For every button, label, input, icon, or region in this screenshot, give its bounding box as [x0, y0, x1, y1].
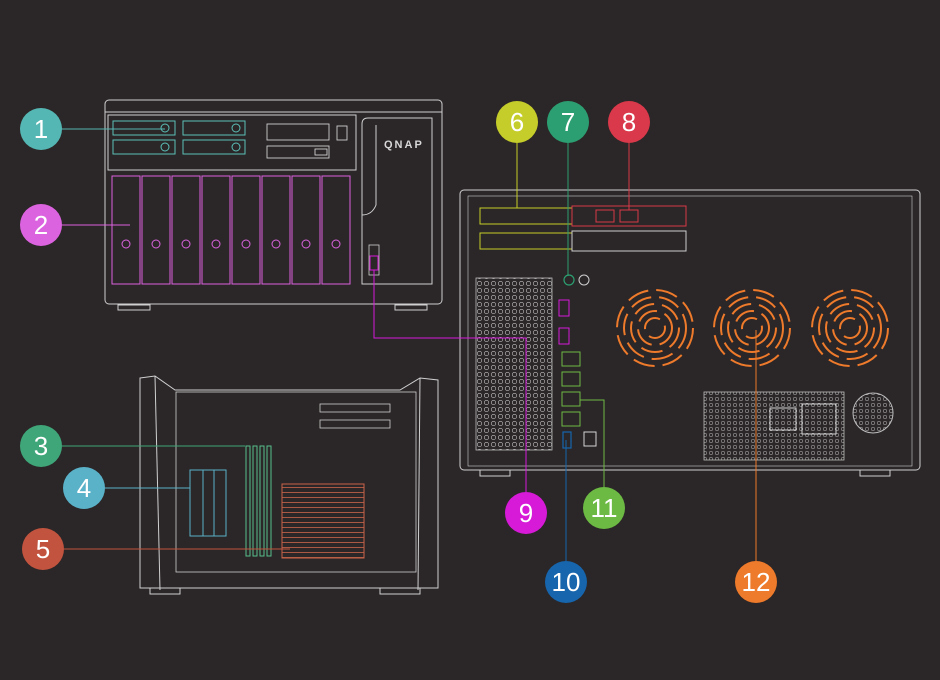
callout-badge-8: 8	[608, 101, 650, 143]
cpu-heatsink	[281, 483, 365, 559]
callout-label: 1	[34, 114, 48, 144]
callout-label: 11	[591, 493, 618, 523]
callout-badge-7: 7	[547, 101, 589, 143]
usb-c-port	[562, 431, 572, 449]
front-view-chassis	[104, 99, 443, 311]
memory-slots	[245, 445, 272, 557]
drive-bay	[231, 175, 261, 285]
callout-circle	[496, 101, 538, 143]
fan	[616, 289, 694, 367]
front-control-panel	[266, 123, 348, 159]
leader-lines	[62, 128, 757, 563]
drive-bay	[201, 175, 231, 285]
fan-blade-ring	[616, 289, 694, 367]
fan-blade-ring	[644, 317, 666, 339]
callout-badge-10: 10	[545, 561, 587, 603]
callout-circle	[583, 487, 625, 529]
drive-bay	[111, 175, 141, 285]
callout-circle	[22, 528, 64, 570]
drive-bay-latch-icon	[271, 239, 281, 249]
callout-label: 9	[519, 498, 533, 528]
drive-bay	[291, 175, 321, 285]
callout-label: 10	[552, 567, 581, 597]
audio-jack	[563, 274, 575, 286]
reset-button	[583, 431, 597, 447]
callout-circle	[20, 108, 62, 150]
callout-badge-9: 9	[505, 492, 547, 534]
small-drive-bays	[112, 120, 246, 155]
drive-bay	[171, 175, 201, 285]
drive-bay-latch-icon	[241, 239, 251, 249]
callout-label: 3	[34, 431, 48, 461]
callout-label: 12	[742, 567, 771, 597]
callout-badge-11: 11	[583, 487, 625, 529]
callout-badge-5: 5	[22, 528, 64, 570]
audio-jack-2	[578, 274, 590, 286]
fan-blade-ring	[734, 310, 770, 346]
fan-blade-ring	[811, 289, 889, 367]
callout-badge-2: 2	[20, 204, 62, 246]
fan-blade-ring	[630, 303, 680, 353]
callout-circle	[735, 561, 777, 603]
callout-badge-3: 3	[20, 425, 62, 467]
fan	[713, 289, 791, 367]
callout-circle	[545, 561, 587, 603]
callout-circle	[20, 204, 62, 246]
drive-bay-latch-icon	[121, 239, 131, 249]
drive-bay-latch-icon	[331, 239, 341, 249]
callout-badge-12: 12	[735, 561, 777, 603]
fan-blade-ring	[832, 310, 868, 346]
drive-bay	[261, 175, 291, 285]
fan-blade-ring	[818, 296, 882, 360]
callout-label: 4	[77, 473, 91, 503]
callout-circle	[547, 101, 589, 143]
m2-ssd-slot	[189, 469, 227, 537]
fan-blade-ring	[727, 303, 777, 353]
brand-logo: QNAP	[384, 139, 424, 151]
ram-slot	[259, 445, 265, 557]
fan-blade-ring	[720, 296, 784, 360]
ram-slot	[266, 445, 272, 557]
callout-circle	[608, 101, 650, 143]
callout-circle	[63, 467, 105, 509]
drive-bay-latch-icon	[301, 239, 311, 249]
callout-label: 5	[36, 534, 50, 564]
callout-badge-4: 4	[63, 467, 105, 509]
rear-fans	[616, 289, 889, 367]
rear-vent-mesh	[475, 277, 553, 451]
drive-bay	[321, 175, 351, 285]
drive-bay-latch-icon	[211, 239, 221, 249]
internal-view-chassis	[139, 375, 439, 595]
callout-label: 2	[34, 210, 48, 240]
callout-circle	[20, 425, 62, 467]
psu-vent	[703, 391, 845, 461]
callout-circle	[505, 492, 547, 534]
callout-label: 8	[622, 107, 636, 137]
fan-blade-ring	[623, 296, 687, 360]
psu-fan-grill	[852, 392, 894, 434]
power-inlet	[769, 403, 837, 435]
large-drive-bays	[111, 175, 351, 285]
fan-blade-ring	[637, 310, 673, 346]
rear-view-chassis	[459, 189, 921, 477]
fan-blade-ring	[741, 317, 763, 339]
drive-bay-latch-icon	[181, 239, 191, 249]
callout-label: 6	[510, 107, 524, 137]
ram-slot	[245, 445, 251, 557]
fan-blade-ring	[825, 303, 875, 353]
drive-bay-latch-icon	[151, 239, 161, 249]
lan-ports	[561, 351, 581, 427]
drive-bay	[141, 175, 171, 285]
fan-blade-ring	[839, 317, 861, 339]
callout-badge-1: 1	[20, 108, 62, 150]
ram-slot	[252, 445, 258, 557]
callout-label: 7	[561, 107, 575, 137]
pcie-slots	[479, 205, 687, 252]
fan	[811, 289, 889, 367]
callout-badge-6: 6	[496, 101, 538, 143]
fan-blade-ring	[713, 289, 791, 367]
